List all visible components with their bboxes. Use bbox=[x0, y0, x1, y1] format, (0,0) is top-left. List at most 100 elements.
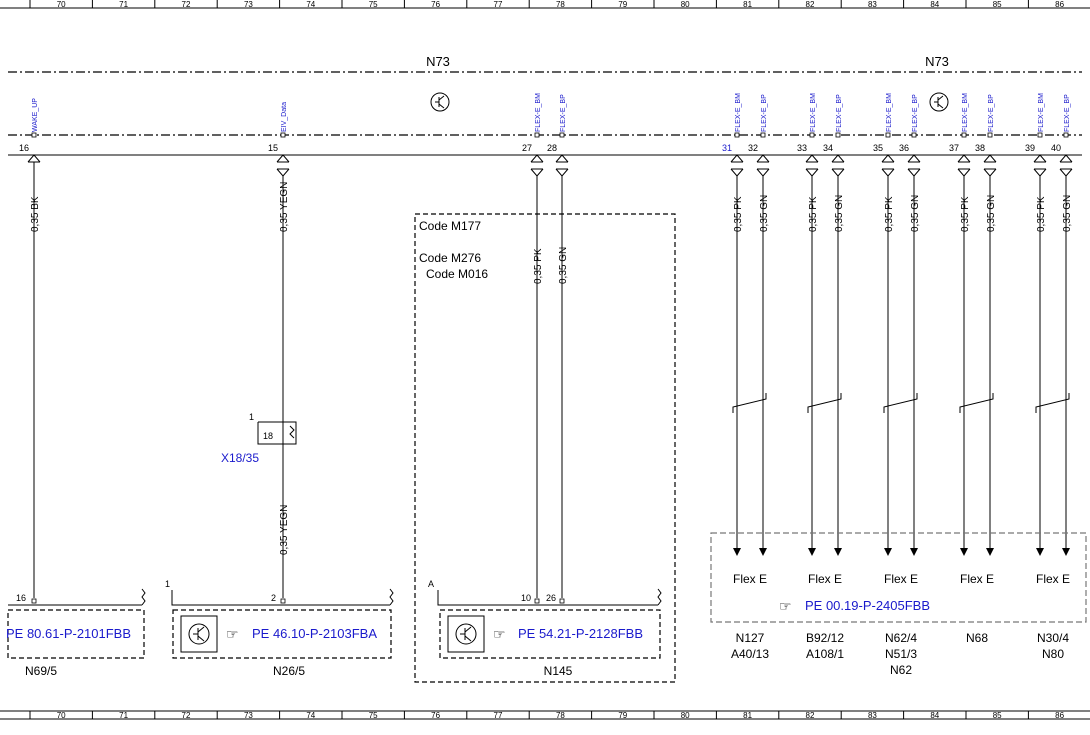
pin-number: 38 bbox=[975, 143, 985, 153]
ref-link-flex[interactable]: PE 00.19-P-2405FBB bbox=[805, 598, 930, 613]
grid-column-label: 82 bbox=[806, 711, 815, 720]
grid-column-label: 72 bbox=[182, 0, 191, 9]
wire-label: 0,35 GN bbox=[558, 247, 569, 284]
pin-number: 40 bbox=[1051, 143, 1061, 153]
grid-column-label: 75 bbox=[369, 711, 378, 720]
n69-pin: 16 bbox=[16, 593, 26, 603]
code-line-3: Code M016 bbox=[426, 267, 488, 281]
grid-column-label: 82 bbox=[806, 0, 815, 9]
transistor-box bbox=[180, 615, 218, 653]
hand-pointer-icon: ☞ bbox=[226, 626, 239, 642]
grid-column-label: 74 bbox=[306, 711, 315, 720]
wire-label: 0,35 PK bbox=[960, 196, 971, 232]
component-name: N62 bbox=[890, 663, 912, 677]
component-name: N30/4 bbox=[1037, 631, 1069, 645]
grid-column-label: 73 bbox=[244, 711, 253, 720]
pin-27: FLEX-E_BM 27 0,35 PK bbox=[522, 93, 544, 604]
twisted-pair-marker bbox=[807, 393, 842, 413]
pin-number: 15 bbox=[268, 143, 278, 153]
transistor-box bbox=[447, 615, 485, 653]
ref-link-n26[interactable]: PE 46.10-P-2103FBA bbox=[252, 626, 377, 641]
component-name: B92/12 bbox=[806, 631, 844, 645]
component-name: N62/4 bbox=[885, 631, 917, 645]
transistor-icon bbox=[929, 92, 949, 112]
n145-name: N145 bbox=[544, 664, 573, 678]
grid-column-label: 71 bbox=[119, 711, 128, 720]
pin-label: EIV_Data bbox=[281, 102, 288, 132]
twisted-pair-marker bbox=[883, 393, 918, 413]
module-name-right: N73 bbox=[925, 54, 949, 69]
connector-x18-35: 1 18 X18/35 bbox=[221, 412, 297, 465]
pin-number: 27 bbox=[522, 143, 532, 153]
grid-column-label: 81 bbox=[743, 0, 752, 9]
wire-label: 0,35 PK bbox=[533, 248, 544, 284]
component-name: N127 bbox=[736, 631, 765, 645]
n145-pin-left: A bbox=[428, 579, 434, 589]
n69-name: N69/5 bbox=[25, 664, 57, 678]
pin-number: 37 bbox=[949, 143, 959, 153]
flex-e-label: Flex E bbox=[960, 572, 994, 586]
pin-label: FLEX-E_BP bbox=[836, 94, 843, 132]
grid-column-label: 84 bbox=[930, 0, 939, 9]
pin-label: FLEX-E_BM bbox=[735, 93, 742, 132]
pin-number: 35 bbox=[873, 143, 883, 153]
grid-column-label: 79 bbox=[618, 0, 627, 9]
code-line-2: Code M276 bbox=[419, 251, 481, 265]
grid-column-label: 70 bbox=[57, 711, 66, 720]
pin-35: FLEX-E_BM 35 0,35 PK bbox=[873, 93, 895, 556]
grid-column-label: 70 bbox=[57, 0, 66, 9]
grid-column-label: 85 bbox=[993, 0, 1002, 9]
transistor-icon bbox=[430, 92, 450, 112]
grid-column-label: 75 bbox=[369, 0, 378, 9]
x18-name: X18/35 bbox=[221, 451, 259, 465]
grid-column-label: 86 bbox=[1055, 0, 1064, 9]
wire-label: 0,35 YEGN bbox=[279, 182, 290, 232]
pin-label: FLEX-E_BP bbox=[988, 94, 995, 132]
wire-label: 0,35 PK bbox=[884, 196, 895, 232]
grid-column-label: 81 bbox=[743, 711, 752, 720]
ref-link-n145[interactable]: PE 54.21-P-2128FBB bbox=[518, 626, 643, 641]
component-name: A108/1 bbox=[806, 647, 844, 661]
hand-pointer-icon: ☞ bbox=[779, 598, 792, 614]
twisted-pair-marker bbox=[1035, 393, 1070, 413]
wire-label: 0,35 GN bbox=[759, 195, 770, 232]
grid-column-label: 77 bbox=[494, 0, 503, 9]
twisted-pair-marker bbox=[959, 393, 994, 413]
pin-number: 33 bbox=[797, 143, 807, 153]
pin-15: EIV_Data 15 0,35 YEGN bbox=[268, 102, 290, 604]
grid-column-label: 71 bbox=[119, 0, 128, 9]
wire-label: 0,35 PK bbox=[808, 196, 819, 232]
pin-label: FLEX-E_BM bbox=[535, 93, 542, 132]
pin-number: 32 bbox=[748, 143, 758, 153]
n26-pin-left: 1 bbox=[165, 579, 170, 589]
hand-pointer-icon: ☞ bbox=[493, 626, 506, 642]
flex-e-label: Flex E bbox=[1036, 572, 1070, 586]
pin-number: 39 bbox=[1025, 143, 1035, 153]
grid-column-label: 79 bbox=[618, 711, 627, 720]
pin-label: FLEX-E_BM bbox=[886, 93, 893, 132]
wire-label: 0,35 BK bbox=[30, 196, 41, 232]
pin-number: 16 bbox=[19, 143, 29, 153]
flex-e-label: Flex E bbox=[733, 572, 767, 586]
n145-pin-b: 26 bbox=[546, 593, 556, 603]
wire-label: 0,35 GN bbox=[910, 195, 921, 232]
grid-column-label: 78 bbox=[556, 711, 565, 720]
x18-pin-out: 18 bbox=[263, 431, 273, 441]
pin-number: 36 bbox=[899, 143, 909, 153]
pin-label: FLEX-E_BP bbox=[560, 94, 567, 132]
ref-link-n69[interactable]: PE 80.61-P-2101FBB bbox=[6, 626, 131, 641]
grid-column-label: 85 bbox=[993, 711, 1002, 720]
n26-pin: 2 bbox=[271, 593, 276, 603]
grid-column-label: 74 bbox=[306, 0, 315, 9]
pin-number: 34 bbox=[823, 143, 833, 153]
